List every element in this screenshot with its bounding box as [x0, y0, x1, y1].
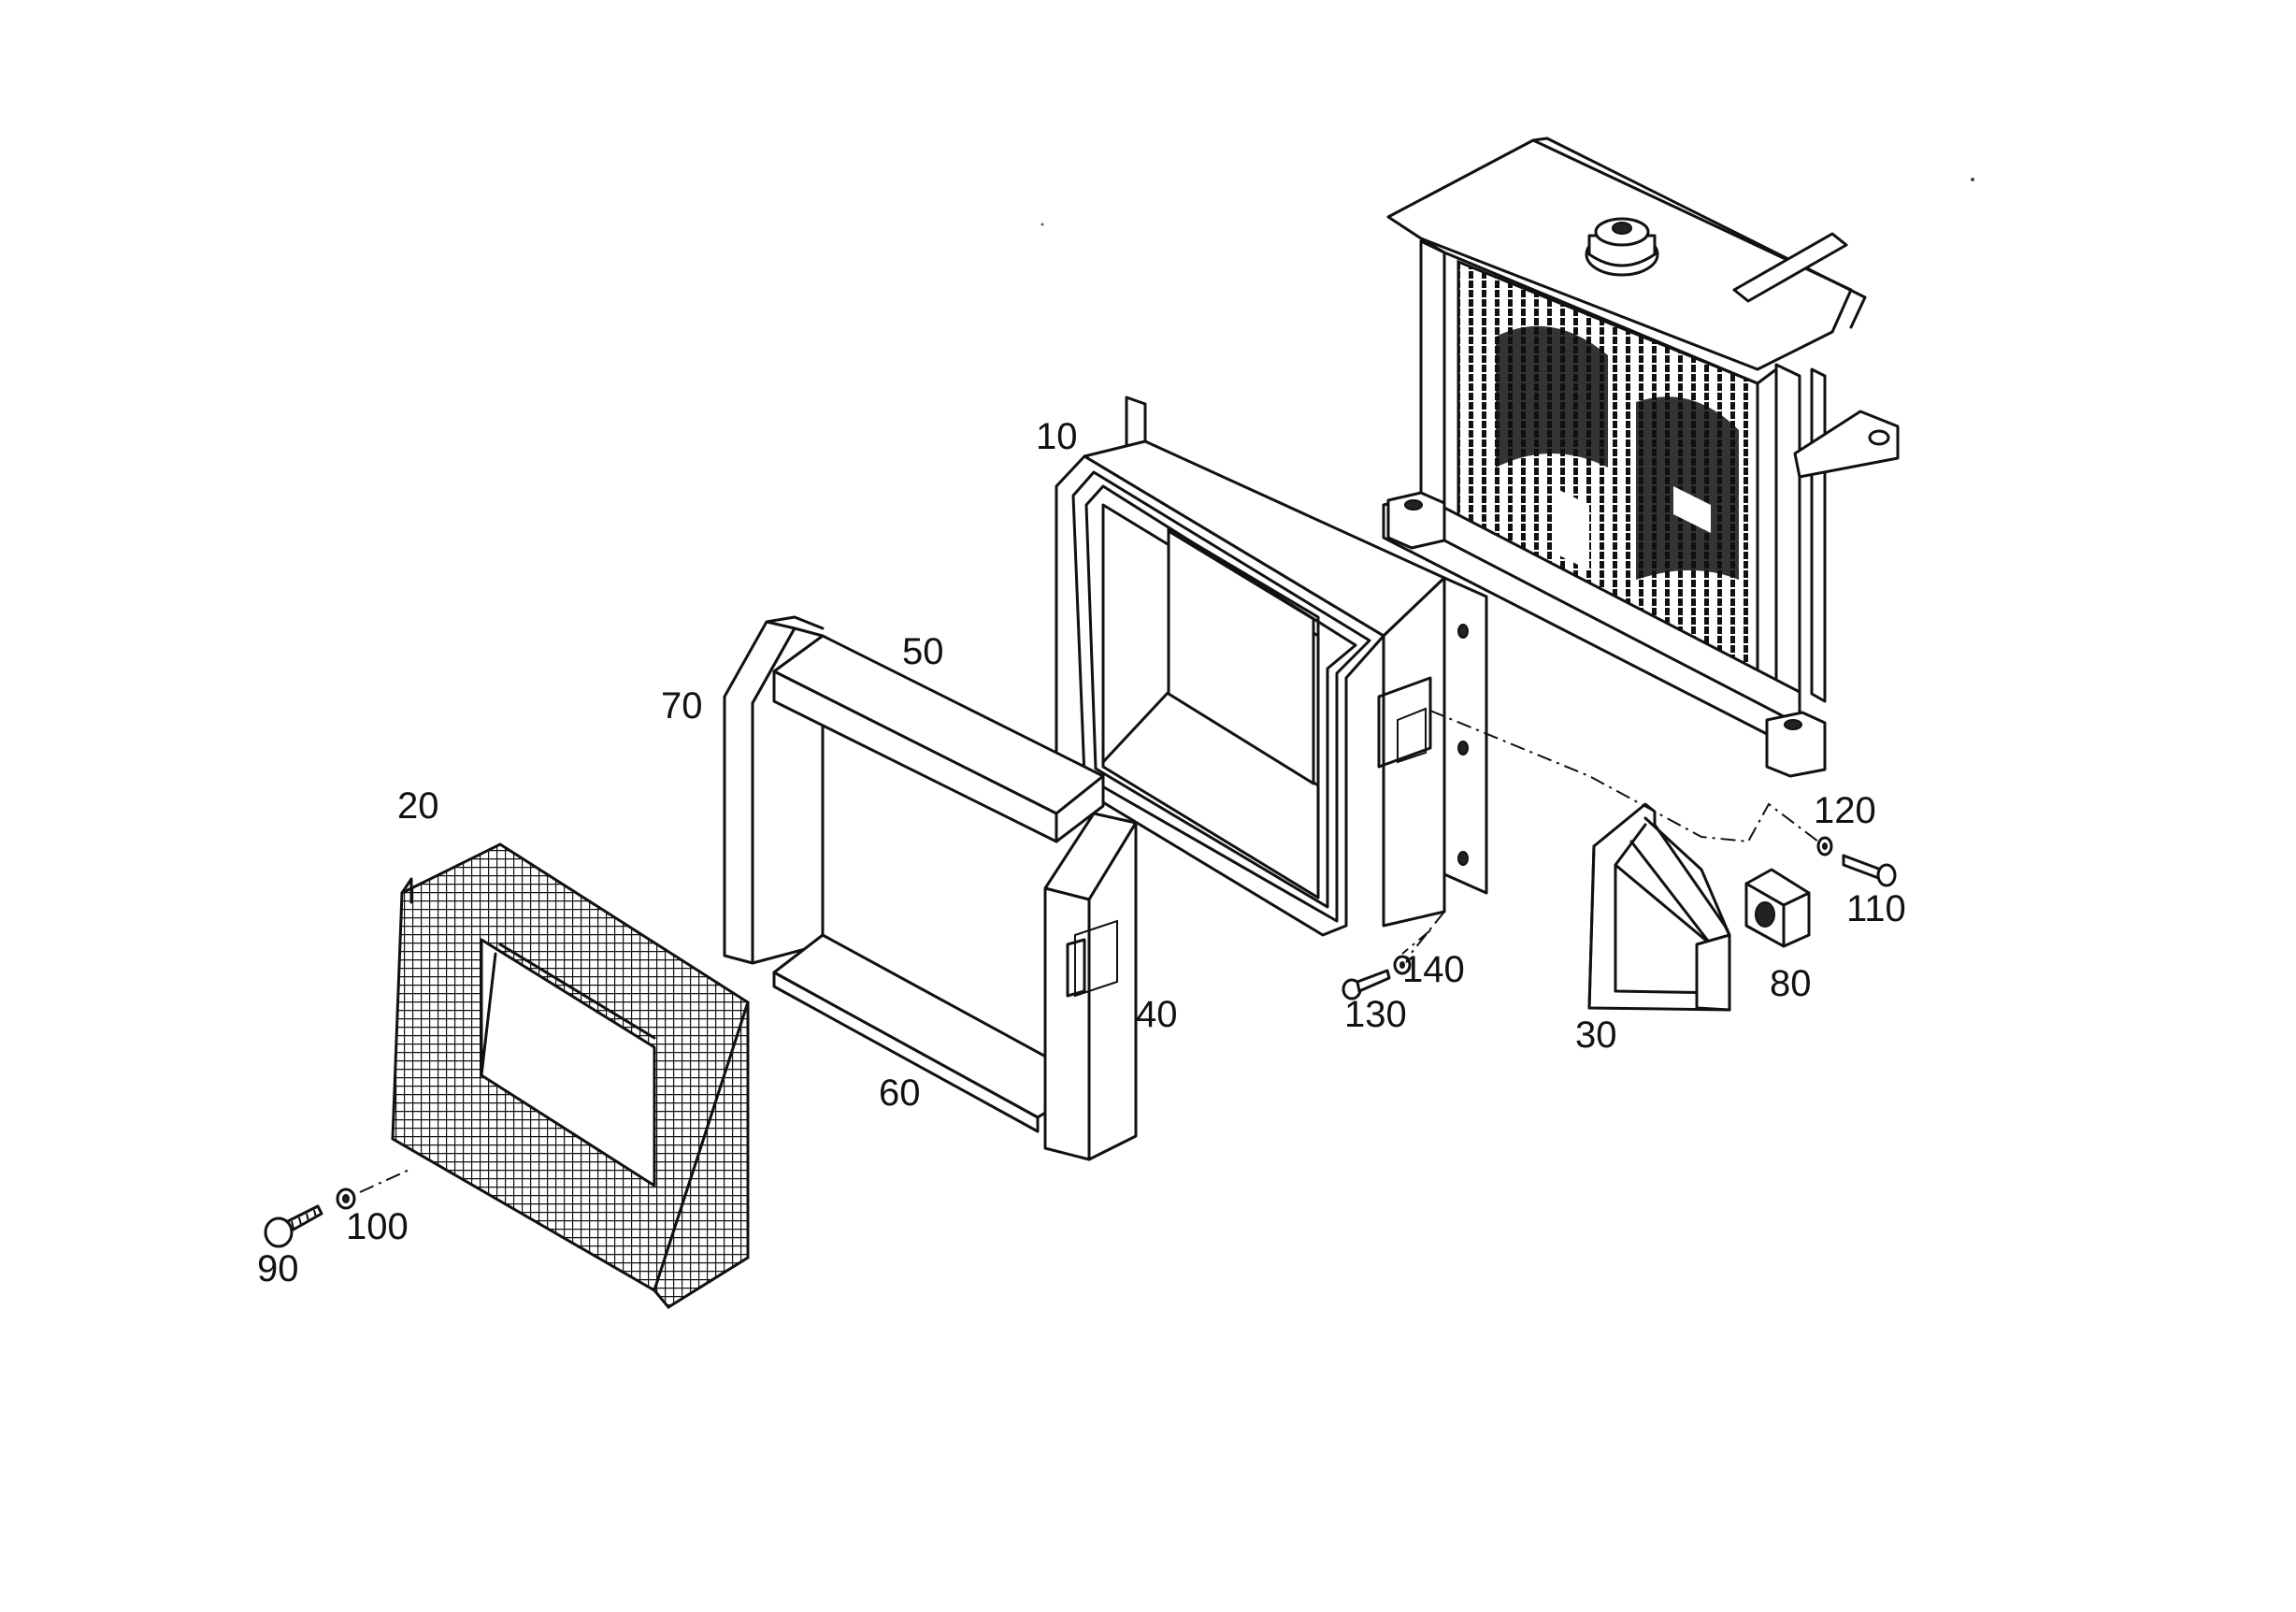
part-30-bracket — [1587, 802, 1731, 1012]
label-part-50: 50 — [902, 631, 944, 672]
label-part-30: 30 — [1575, 1015, 1617, 1056]
label-part-70: 70 — [661, 685, 703, 727]
label-part-90: 90 — [257, 1248, 299, 1289]
fastener-120-washer — [1816, 836, 1833, 856]
label-part-140: 140 — [1402, 949, 1465, 990]
label-part-120: 120 — [1814, 790, 1876, 831]
scan-speck — [1971, 178, 1974, 181]
scan-speck — [1040, 223, 1044, 226]
fastener-100-washer — [336, 1187, 356, 1210]
label-part-130: 130 — [1344, 994, 1407, 1035]
radiator-assembly — [1382, 137, 1900, 778]
part-40-side-panel — [1043, 812, 1138, 1161]
label-part-60: 60 — [879, 1072, 921, 1114]
assembly-lines — [359, 710, 1819, 1193]
label-part-110: 110 — [1846, 888, 1906, 929]
label-part-20: 20 — [397, 785, 439, 827]
label-part-10: 10 — [1036, 416, 1078, 457]
fastener-90-screw — [264, 1204, 323, 1248]
part-60-bottom-plate — [772, 933, 1096, 1133]
part-10-shroud-housing — [1055, 396, 1488, 937]
part-20-mesh-grille — [391, 842, 750, 1309]
part-50-top-plate — [772, 634, 1105, 843]
label-part-80: 80 — [1770, 963, 1812, 1004]
fastener-140-washer — [1393, 955, 1412, 975]
part-80-plate — [1744, 868, 1811, 948]
label-part-40: 40 — [1136, 994, 1178, 1035]
fastener-110-bolt — [1842, 854, 1897, 887]
label-part-100: 100 — [346, 1206, 409, 1247]
fastener-130-bolt — [1342, 969, 1391, 1000]
